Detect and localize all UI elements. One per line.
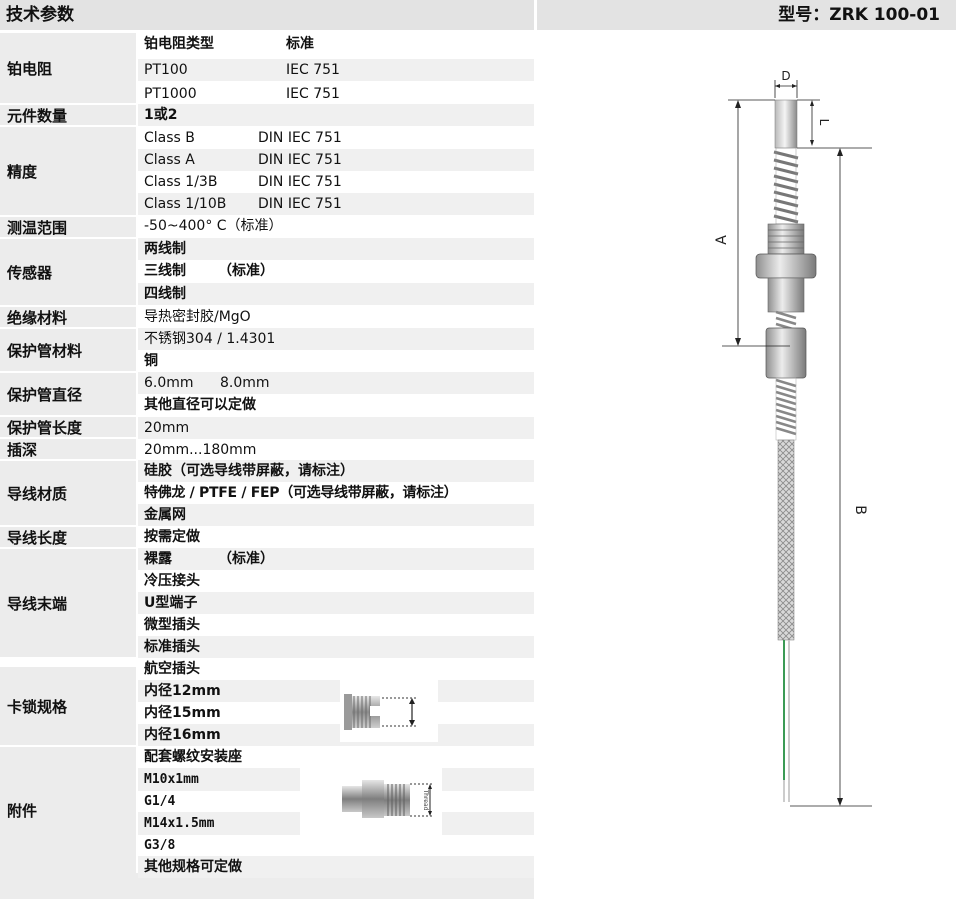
row-silicone: 硅胶（可选导线带屏蔽，请标注）	[138, 460, 534, 482]
row-id12: 内径12mm	[138, 680, 534, 702]
row-insulation: 导热密封胶/MgO	[144, 309, 251, 325]
dim-a-label: A	[714, 235, 730, 245]
mount-image: Thread	[300, 768, 442, 836]
row-three-wire: 三线制（标准）	[144, 263, 274, 279]
model-header: 型号：ZRK 100-01	[537, 0, 956, 30]
row-length: 20mm	[138, 417, 534, 439]
label-sensor: 传感器	[0, 239, 136, 305]
row-cold-press: 冷压接头	[144, 573, 200, 589]
label-range: 测温范围	[0, 217, 136, 237]
clamp-image	[340, 666, 438, 742]
row-u-terminal: U型端子	[138, 592, 534, 614]
row-four-wire: 四线制	[138, 283, 534, 305]
row-metal: 金属网	[138, 504, 534, 526]
row-other: 其他规格可定做	[138, 856, 534, 878]
label-rtd: 铂电阻	[0, 33, 136, 103]
row-micro-plug: 微型插头	[144, 617, 200, 633]
label-count: 元件数量	[0, 105, 136, 125]
label-accessory: 附件	[0, 747, 136, 873]
row-rtd-type: 铂电阻类型标准	[144, 36, 314, 52]
row-two-wire: 两线制	[138, 238, 534, 260]
product-diagram: D L A B	[660, 60, 900, 820]
row-aviation-plug: 航空插头	[144, 661, 200, 677]
label-accuracy: 精度	[0, 127, 136, 215]
thread-label: Thread	[422, 789, 429, 811]
row-g38: G3/8	[144, 838, 176, 853]
dim-l-label: L	[817, 119, 831, 126]
row-diameter-other: 其他直径可以定做	[144, 397, 256, 413]
row-ptfe: 特佛龙 / PTFE / FEP（可选导线带屏蔽，请标注）	[144, 485, 458, 501]
label-clamp: 卡锁规格	[0, 667, 136, 745]
row-copper: 铜	[144, 353, 158, 369]
row-range: -50~400° C（标准）	[144, 218, 283, 234]
label-sheath-diameter: 保护管直径	[0, 373, 136, 415]
row-count: 1或2	[138, 104, 534, 126]
row-g14: G1/4	[144, 794, 176, 809]
label-insulation: 绝缘材料	[0, 307, 136, 327]
row-id16: 内径16mm	[138, 724, 534, 746]
row-bare: 裸露（标准）	[138, 548, 534, 570]
row-id15: 内径15mm	[144, 705, 221, 721]
dim-b-label: B	[852, 505, 868, 515]
label-lead-material: 导线材质	[0, 461, 136, 525]
row-mount: 配套螺纹安装座	[144, 749, 242, 765]
row-standard-plug: 标准插头	[138, 636, 534, 658]
row-lead-length: 按需定做	[144, 529, 200, 545]
label-sheath-length: 保护管长度	[0, 417, 136, 437]
label-insertion: 插深	[0, 439, 136, 459]
label-lead-length: 导线长度	[0, 527, 136, 547]
label-lead-end: 导线末端	[0, 549, 136, 657]
spec-header: 技术参数	[0, 0, 534, 30]
dim-d-label: D	[781, 69, 790, 83]
row-stainless: 不锈钢304 / 1.4301	[138, 328, 534, 350]
label-sheath-material: 保护管材料	[0, 329, 136, 371]
row-insertion: 20mm...180mm	[144, 442, 257, 458]
